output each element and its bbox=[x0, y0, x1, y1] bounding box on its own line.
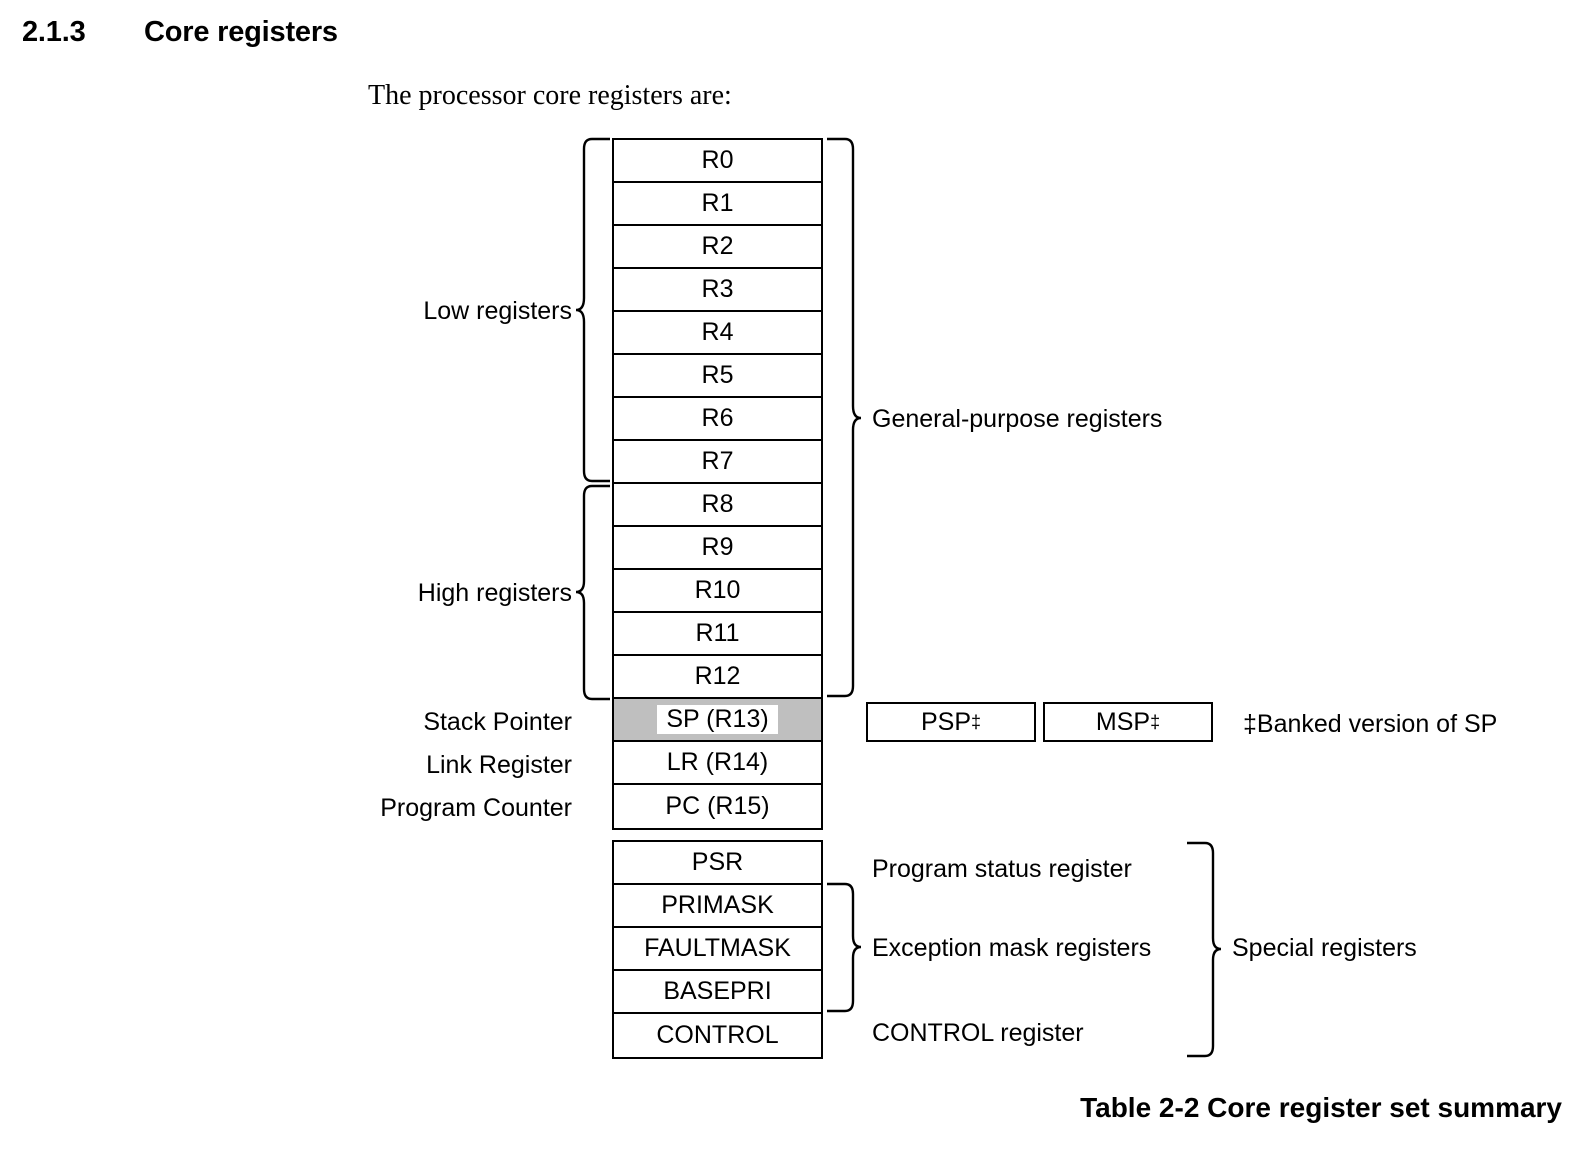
register-label: R4 bbox=[701, 318, 734, 346]
table-caption: Table 2-2 Core register set summary bbox=[1080, 1092, 1562, 1123]
register-row-r8: R8 bbox=[614, 484, 821, 527]
register-label: R6 bbox=[701, 404, 734, 432]
section-number: 2.1.3 bbox=[22, 16, 86, 48]
register-label: R11 bbox=[695, 619, 740, 647]
register-row-r7: R7 bbox=[614, 441, 821, 484]
banked-register-box-msp: MSP‡ bbox=[1043, 702, 1213, 742]
register-label: R8 bbox=[701, 490, 734, 518]
label-exception-mask-registers: Exception mask registers bbox=[872, 934, 1152, 962]
register-label: R2 bbox=[701, 232, 734, 260]
register-label: R12 bbox=[694, 662, 741, 690]
section-title: Core registers bbox=[144, 16, 338, 48]
register-row-r6: R6 bbox=[614, 398, 821, 441]
brace-special-registers bbox=[1186, 841, 1222, 1058]
register-label: PC (R15) bbox=[665, 792, 770, 820]
register-row-r11: R11 bbox=[614, 613, 821, 656]
intro-sentence: The processor core registers are: bbox=[368, 80, 732, 111]
register-row-r5: R5 bbox=[614, 355, 821, 398]
register-row-psr: PSR bbox=[614, 842, 821, 885]
register-row-faultmask: FAULTMASK bbox=[614, 928, 821, 971]
general-purpose-register-stack: R0 R1 R2 R3 R4 R5 R6 R7 R8 R9 R10 R11 R1… bbox=[612, 138, 823, 830]
label-link-register: Link Register bbox=[426, 751, 572, 779]
register-label: PSR bbox=[691, 848, 744, 876]
banked-register-box-psp: PSP‡ bbox=[866, 702, 1036, 742]
label-stack-pointer: Stack Pointer bbox=[423, 708, 572, 736]
page-heading: 2.1.3 Core registers bbox=[22, 16, 338, 49]
register-row-r0: R0 bbox=[614, 140, 821, 183]
label-program-status-register: Program status register bbox=[872, 855, 1132, 883]
register-row-r12: R12 bbox=[614, 656, 821, 699]
register-label-highlighted: SP (R13) bbox=[657, 704, 778, 735]
label-special-registers: Special registers bbox=[1232, 934, 1417, 962]
register-label: R7 bbox=[701, 447, 734, 475]
register-label: R0 bbox=[701, 146, 734, 174]
register-label: R5 bbox=[701, 361, 734, 389]
register-label: R3 bbox=[701, 275, 734, 303]
register-label: R9 bbox=[701, 533, 734, 561]
register-label: LR (R14) bbox=[666, 748, 769, 776]
brace-high-registers bbox=[575, 484, 611, 701]
label-program-counter: Program Counter bbox=[380, 794, 572, 822]
brace-low-registers bbox=[575, 137, 611, 483]
register-label: CONTROL bbox=[656, 1021, 779, 1049]
label-high-registers: High registers bbox=[417, 579, 572, 607]
register-row-r1: R1 bbox=[614, 183, 821, 226]
register-row-r4: R4 bbox=[614, 312, 821, 355]
register-row-control: CONTROL bbox=[614, 1014, 821, 1057]
banked-register-name: MSP bbox=[1095, 707, 1151, 736]
label-general-purpose-registers: General-purpose registers bbox=[872, 405, 1163, 433]
label-control-register: CONTROL register bbox=[872, 1019, 1084, 1047]
label-low-registers: Low registers bbox=[423, 297, 572, 325]
banked-register-name: PSP bbox=[920, 707, 971, 736]
register-label: PRIMASK bbox=[661, 891, 774, 919]
register-row-primask: PRIMASK bbox=[614, 885, 821, 928]
register-row-basepri: BASEPRI bbox=[614, 971, 821, 1014]
special-register-stack: PSR PRIMASK FAULTMASK BASEPRI CONTROL bbox=[612, 840, 823, 1059]
register-label: FAULTMASK bbox=[644, 934, 791, 962]
register-label: BASEPRI bbox=[663, 977, 772, 1005]
brace-exception-mask-registers bbox=[826, 882, 862, 1013]
register-label: R10 bbox=[694, 576, 741, 604]
label-banked-version-note: ‡Banked version of SP bbox=[1243, 710, 1498, 738]
register-row-sp: SP (R13) bbox=[614, 699, 821, 742]
register-label: R1 bbox=[701, 189, 734, 217]
register-row-pc: PC (R15) bbox=[614, 785, 821, 828]
brace-general-purpose-registers bbox=[826, 137, 862, 698]
register-row-r2: R2 bbox=[614, 226, 821, 269]
register-row-r10: R10 bbox=[614, 570, 821, 613]
register-row-lr: LR (R14) bbox=[614, 742, 821, 785]
register-row-r9: R9 bbox=[614, 527, 821, 570]
register-row-r3: R3 bbox=[614, 269, 821, 312]
